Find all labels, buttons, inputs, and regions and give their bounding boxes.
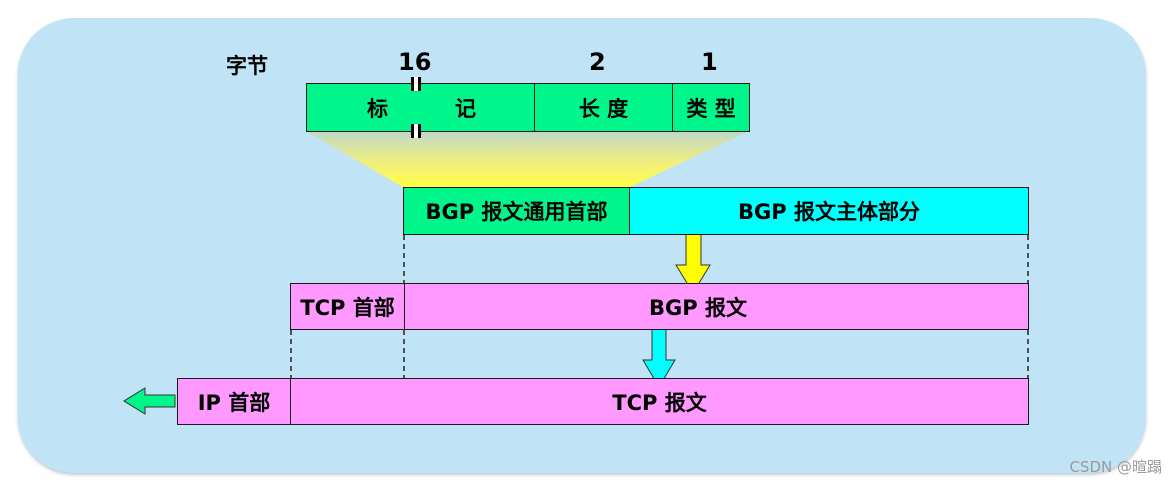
byte-count-1: 1 [701,48,718,76]
cyan-down-arrow [642,319,676,388]
marker-field-left-label: 标 [367,96,388,121]
green-left-arrow [123,387,176,415]
zoom-funnel [306,131,749,187]
marker-field-right-label: 记 [455,96,476,121]
watermark: CSDN @暄蹋 [1069,458,1162,476]
ip-header: IP 首部 [177,378,291,425]
tcp-header: TCP 首部 [290,283,405,330]
tcp-payload-label: BGP 报文 [649,295,747,320]
tcp-payload-bgp-message: BGP 报文 [404,283,1029,330]
dashed-guides [290,235,1029,378]
byte-count-2: 2 [589,48,606,76]
field-break-mark-bottom [411,124,421,138]
byte-count-16: 16 [398,48,432,76]
marker-field: 标 记 [306,83,535,132]
ip-payload-tcp-segment: TCP 报文 [290,378,1029,425]
bytes-label: 字节 [226,54,268,78]
type-field: 类 型 [672,83,750,132]
field-break-mark-top [411,77,421,91]
bgp-message-body: BGP 报文主体部分 [629,187,1029,235]
length-field: 长 度 [534,83,673,132]
bgp-common-header: BGP 报文通用首部 [403,187,630,235]
